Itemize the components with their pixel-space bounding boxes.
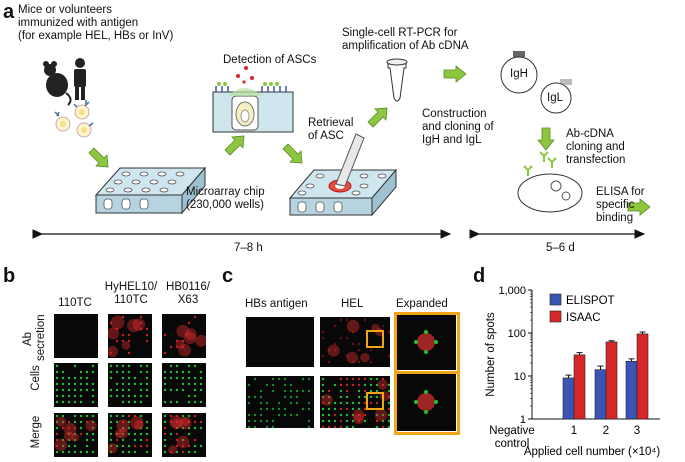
y-tick-label-2: 100: [508, 328, 526, 340]
microarray-chip-2: [288, 133, 398, 217]
panel-b-row-2: Cells: [30, 365, 42, 391]
microarray-chip-1: [94, 166, 207, 215]
rtpcr-text: Single-cell RT-PCR for amplification of …: [342, 27, 469, 52]
bar-elispot-3: [625, 360, 638, 420]
bar-isaac-3: [636, 333, 649, 420]
panel-c-tile-hel-top: [320, 317, 390, 367]
y-tick-label-1: 10: [514, 371, 526, 383]
panel-a-graphics: [32, 51, 651, 239]
y-tick-label-0: 1: [520, 414, 526, 426]
arrow-4: [367, 107, 388, 128]
panel-b-tile-r2-c2: [108, 363, 152, 407]
igh-label: IgH: [510, 68, 528, 80]
x-axis-label: Applied cell number (×10⁴): [524, 446, 660, 458]
zoom-box-2: [366, 392, 384, 410]
bar-isaac-2: [605, 341, 618, 420]
x-tick-label-0: Negative: [489, 425, 534, 437]
panel-c-col-1: HBs antigen: [245, 298, 308, 310]
igh-plasmid-icon: [500, 51, 538, 94]
x-tick-label-3: 3: [634, 425, 640, 437]
panel-b-col-3: HB0116/ X63: [166, 281, 210, 306]
capillary-pipette: [335, 133, 365, 187]
arrow-3: [282, 143, 303, 164]
panel-c-tile-hel-bottom: [320, 376, 390, 428]
retrieval-text: Retrieval of ASC: [308, 117, 354, 142]
panel-c-tile-hbs-bottom: [246, 376, 314, 428]
y-axis-label: Number of spots: [485, 312, 497, 397]
bar-elispot-1: [562, 377, 575, 420]
b-cell-icons: [54, 100, 94, 138]
legend-swatch-elispot: [549, 293, 562, 306]
detection-well: [212, 66, 294, 133]
zoom-box-1: [366, 330, 384, 348]
panel-c-label: c: [222, 265, 234, 287]
arrow-7: [627, 198, 651, 216]
x-tick-label-1: 1: [571, 425, 577, 437]
panel-b-col-1: 110TC: [58, 297, 92, 309]
arrow-2: [224, 135, 245, 156]
expanded-frame-2: [394, 371, 460, 435]
person-icon: [74, 58, 86, 100]
legend-swatch-isaac: [549, 310, 562, 323]
construction-text: Construction and cloning of IgH and IgL: [422, 108, 494, 146]
arrow-1: [88, 147, 109, 168]
time1-label: 7–8 h: [234, 242, 263, 254]
expanded-frame-1: [394, 312, 460, 374]
elisa-text: ELISA for specific binding: [596, 186, 645, 224]
legend-label-isaac: ISAAC: [566, 312, 601, 324]
panel-d-label: d: [473, 265, 486, 287]
panel-b-tile-r1-c3: [162, 314, 206, 358]
igl-plasmid-icon: [540, 79, 572, 114]
panel-b-tile-r3-c1: [54, 413, 98, 457]
bar-isaac-1: [573, 354, 586, 420]
arrow-5: [443, 65, 467, 83]
legend-label-elispot: ELISPOT: [566, 295, 615, 307]
panel-b-col-2: HyHEL10/ 110TC: [104, 281, 158, 306]
panel-c-col-3: Expanded: [396, 298, 448, 310]
panel-b-row-1: Ab secretion: [22, 314, 47, 361]
panel-b-tile-r2-c3: [162, 363, 206, 407]
panel-b-tile-r3-c3: [162, 413, 206, 457]
panel-c-tile-expanded-top: [396, 314, 456, 370]
detection-text: Detection of ASCs: [223, 54, 317, 66]
igl-label: IgL: [547, 92, 563, 104]
panel-c-tile-expanded-bottom: [396, 373, 456, 431]
panel-b-tile-r2-c1: [54, 363, 98, 407]
panel-c-tile-hbs-top: [246, 317, 314, 367]
panel-a-label: a: [3, 1, 15, 23]
bar-elispot-2: [594, 369, 607, 420]
panel-b-tile-r1-c2: [108, 314, 152, 358]
transfected-cell-icon: [517, 151, 583, 213]
cloning-text: Ab-cDNA cloning and transfection: [566, 128, 626, 166]
x-tick-label-2: 2: [603, 425, 609, 437]
panel-c-col-2: HEL: [341, 298, 364, 310]
y-tick-label-3: 1,000: [498, 285, 526, 297]
panel-b-label: b: [3, 265, 16, 287]
time2-label: 5–6 d: [546, 242, 575, 254]
mouse-icon: [43, 61, 72, 106]
pcr-tube-icon: [386, 58, 408, 102]
chip-label: Microarray chip (230,000 wells): [186, 186, 265, 211]
arrow-6: [537, 127, 555, 151]
panel-b-tile-r1-c1: [54, 314, 98, 358]
step1-text: Mice or volunteers immunized with antige…: [18, 4, 174, 42]
panel-b-tile-r3-c2: [108, 413, 152, 457]
panel-b-row-3: Merge: [30, 415, 42, 449]
x-tick-label-0-1: control: [495, 438, 530, 450]
